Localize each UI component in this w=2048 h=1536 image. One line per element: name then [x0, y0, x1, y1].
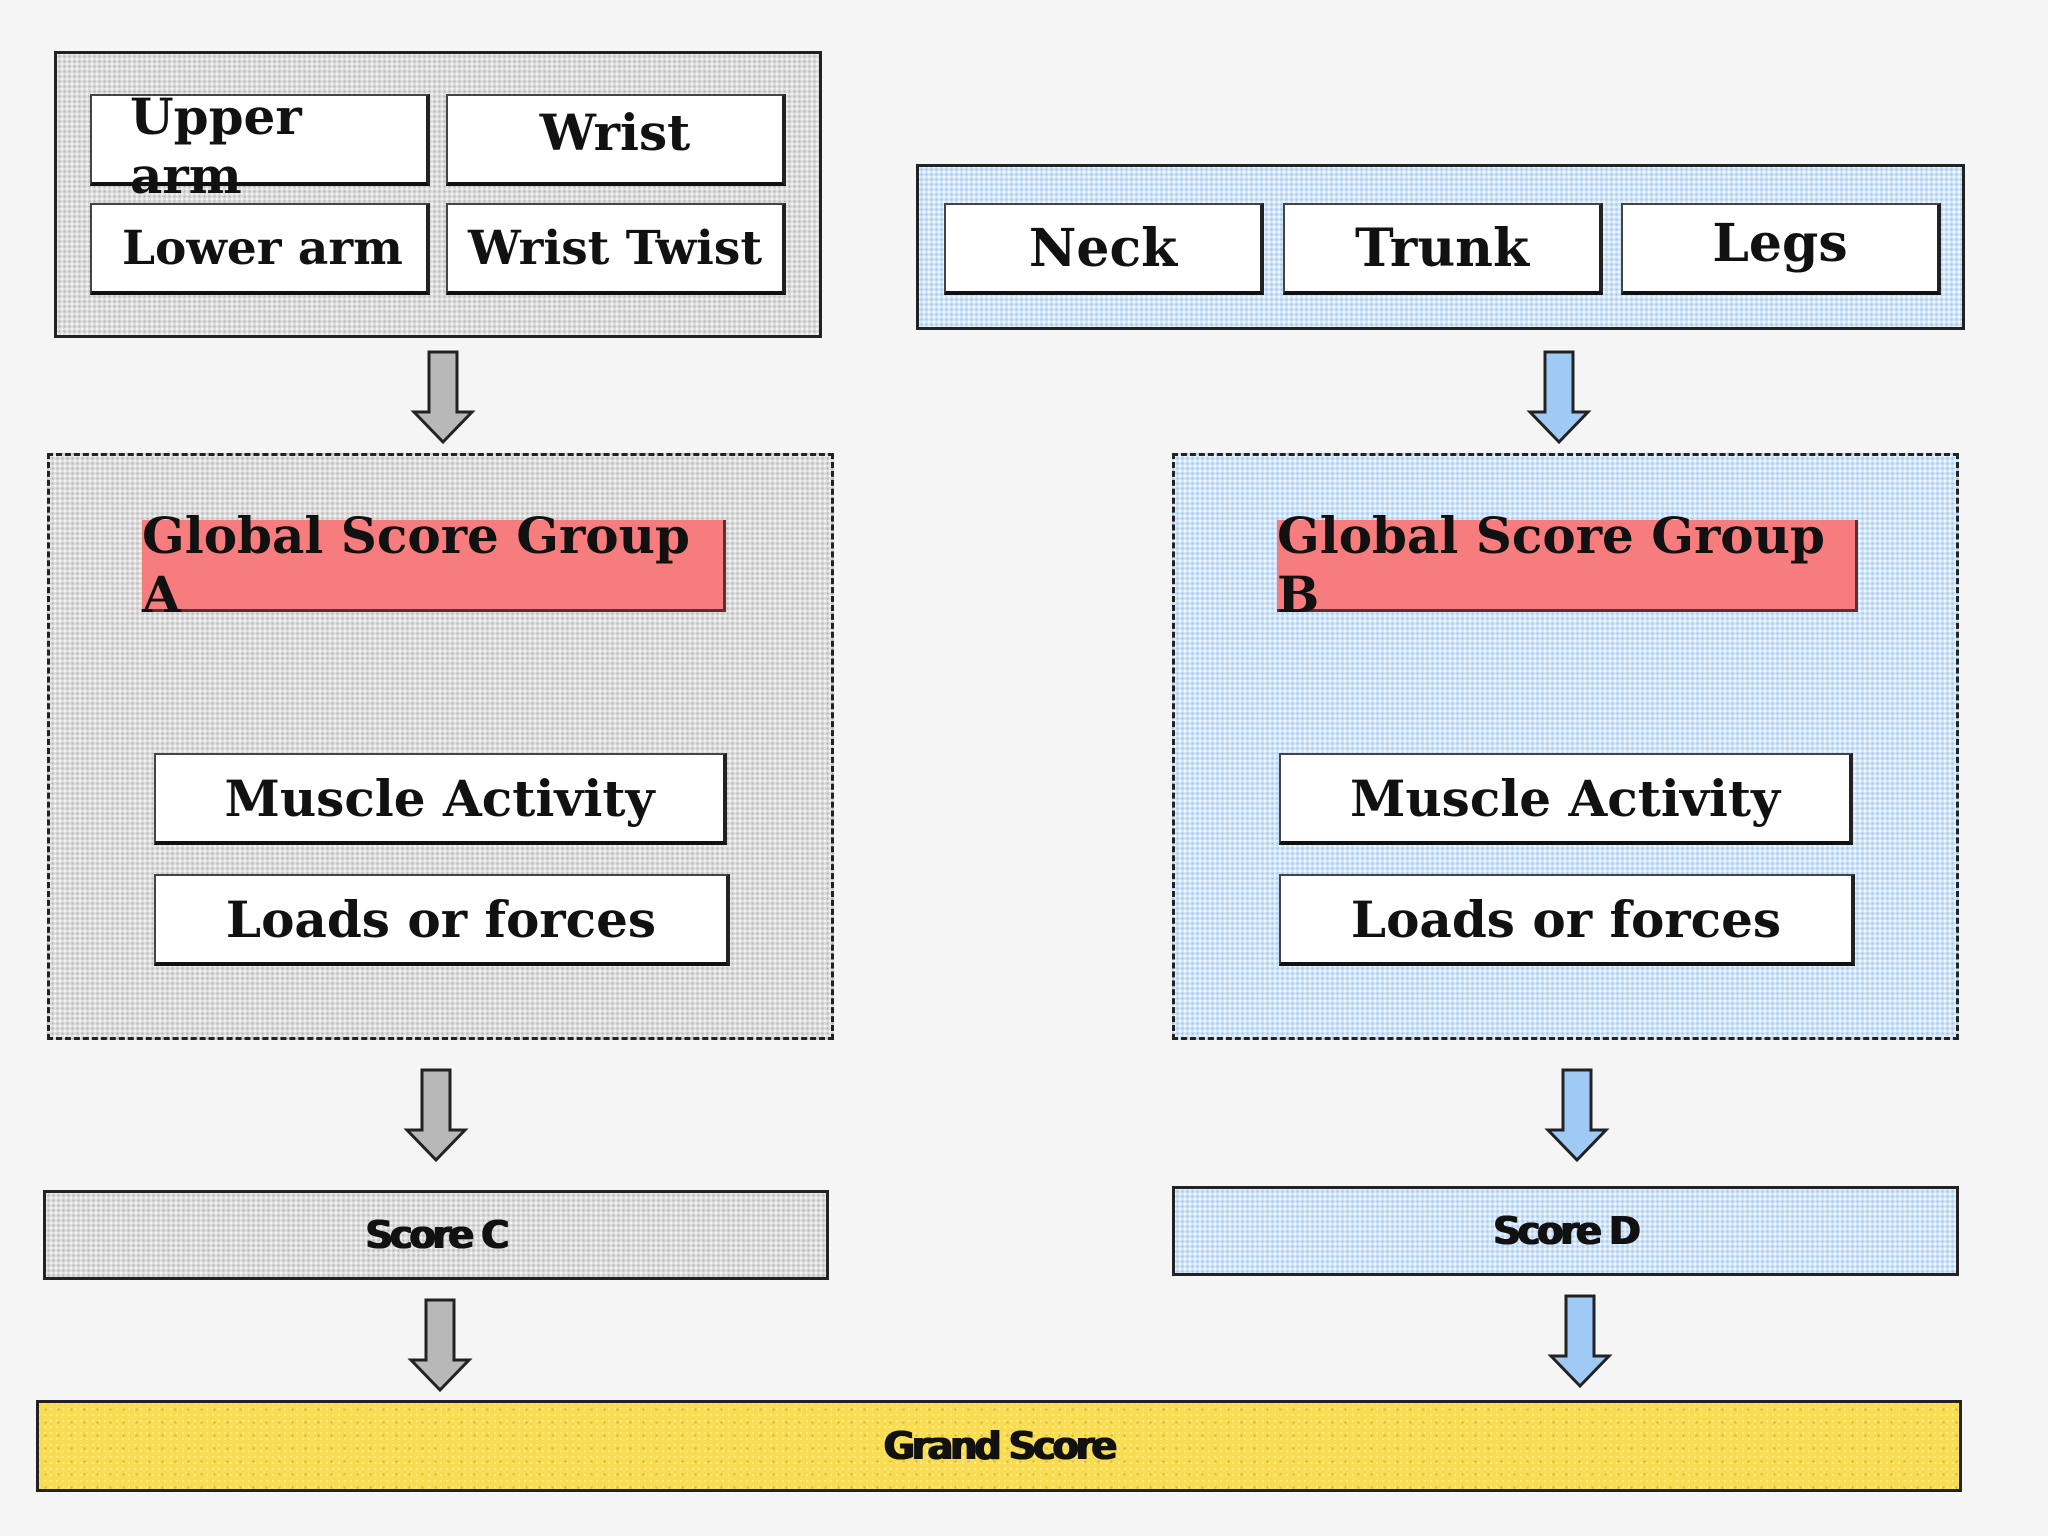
- neck-label: Neck: [1028, 217, 1178, 279]
- legs-box: Legs: [1621, 203, 1941, 295]
- score-d-label: Score D: [1493, 1209, 1640, 1253]
- score-c-box: Score C: [43, 1190, 829, 1280]
- global-score-group-a: Global Score Group A: [142, 506, 726, 624]
- upper-arm-label: Upper arm: [130, 87, 302, 205]
- loads-forces-a-label: Loads or forces: [225, 889, 657, 949]
- legs-label: Legs: [1712, 212, 1848, 274]
- loads-forces-b-box: Loads or forces: [1279, 874, 1855, 966]
- grand-score-box: Grand Score: [36, 1400, 1962, 1492]
- score-d-box: Score D: [1172, 1186, 1959, 1276]
- arrow-down-icon: [1547, 1294, 1613, 1389]
- wrist-label: Wrist: [539, 102, 691, 162]
- arrow-down-icon: [1526, 350, 1592, 445]
- loads-forces-a-box: Loads or forces: [154, 874, 730, 966]
- wrist-twist-label: Wrist Twist: [467, 220, 763, 276]
- trunk-label: Trunk: [1355, 217, 1529, 279]
- muscle-activity-a-label: Muscle Activity: [224, 768, 655, 828]
- arrow-down-icon: [407, 1298, 473, 1393]
- upper-arm-box: Upper arm: [90, 87, 430, 205]
- lower-arm-label: Lower arm: [122, 220, 403, 276]
- arrow-down-icon: [410, 350, 476, 445]
- global-score-group-b-label: Global Score Group B: [1277, 505, 1825, 624]
- loads-forces-b-label: Loads or forces: [1350, 889, 1782, 949]
- muscle-activity-a-box: Muscle Activity: [154, 753, 727, 845]
- grand-score-label: Grand Score: [883, 1424, 1118, 1468]
- wrist-box: Wrist: [446, 94, 786, 186]
- wrist-twist-box: Wrist Twist: [446, 203, 786, 295]
- muscle-activity-b-box: Muscle Activity: [1279, 753, 1853, 845]
- trunk-box: Trunk: [1283, 203, 1603, 295]
- global-score-group-b: Global Score Group B: [1277, 506, 1858, 624]
- score-c-label: Score C: [365, 1213, 510, 1257]
- global-score-group-a-label: Global Score Group A: [142, 505, 690, 624]
- arrow-down-icon: [1544, 1068, 1610, 1163]
- arrow-down-icon: [403, 1068, 469, 1163]
- neck-box: Neck: [944, 203, 1264, 295]
- muscle-activity-b-label: Muscle Activity: [1349, 768, 1781, 828]
- lower-arm-box: Lower arm: [90, 203, 430, 295]
